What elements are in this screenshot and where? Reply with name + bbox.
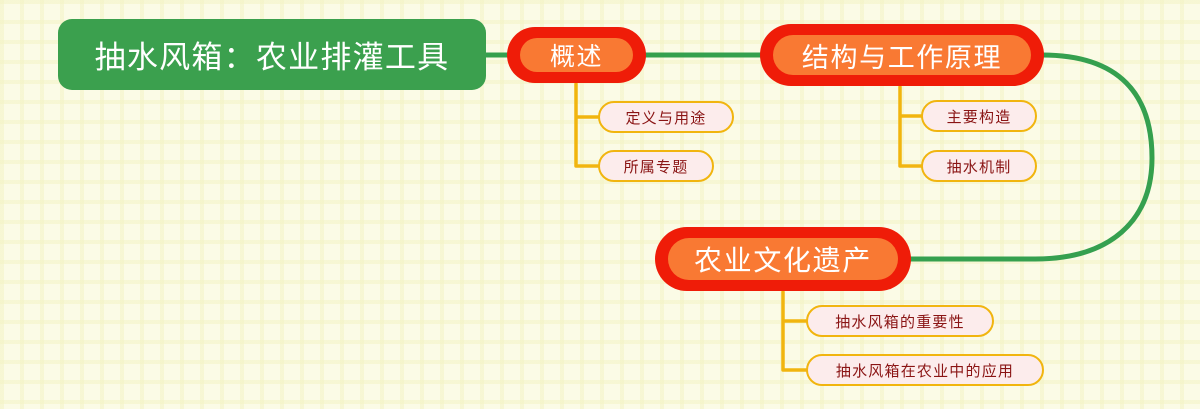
- leaf-node-application[interactable]: 抽水风箱在农业中的应用: [806, 354, 1044, 386]
- root-node[interactable]: 抽水风箱：农业排灌工具: [58, 19, 486, 90]
- leaf-node-importance[interactable]: 抽水风箱的重要性: [806, 305, 994, 337]
- branch-node-structure[interactable]: 结构与工作原理: [760, 24, 1044, 86]
- connector-heritage-children: [781, 290, 810, 372]
- connector-overview-children: [574, 82, 602, 168]
- branch-label-structure: 结构与工作原理: [773, 35, 1031, 75]
- connector-structure-children: [898, 85, 925, 168]
- leaf-node-main-structure[interactable]: 主要构造: [921, 100, 1037, 132]
- branch-label-overview: 概述: [520, 38, 633, 72]
- branch-label-heritage: 农业文化遗产: [668, 238, 898, 280]
- leaf-node-pumping-mechanism[interactable]: 抽水机制: [921, 150, 1037, 182]
- branch-node-heritage[interactable]: 农业文化遗产: [655, 227, 911, 291]
- leaf-node-definition[interactable]: 定义与用途: [598, 101, 734, 133]
- leaf-node-topic[interactable]: 所属专题: [598, 150, 714, 182]
- branch-node-overview[interactable]: 概述: [507, 27, 646, 83]
